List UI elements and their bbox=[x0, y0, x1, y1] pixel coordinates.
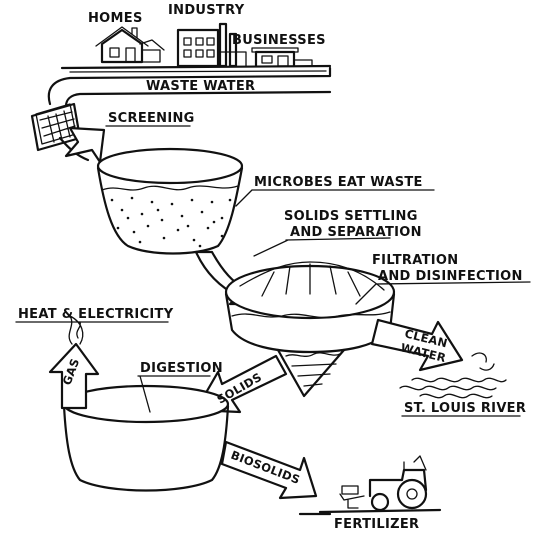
splash-icon bbox=[471, 352, 495, 371]
ground-line-2 bbox=[69, 70, 327, 73]
industry-label: INDUSTRY bbox=[168, 3, 245, 18]
homes-label: HOMES bbox=[88, 11, 143, 26]
filtration-label-2: AND DISINFECTION bbox=[378, 269, 523, 284]
flame-icon bbox=[68, 315, 84, 345]
screening-grate-icon bbox=[30, 102, 82, 152]
microbes-label: MICROBES EAT WASTE bbox=[254, 175, 423, 190]
digester-tank bbox=[62, 384, 230, 492]
heat-electricity-label: HEAT & ELECTRICITY bbox=[18, 307, 174, 322]
digestion-label: DIGESTION bbox=[140, 361, 223, 376]
digestion-leader bbox=[137, 375, 211, 413]
screening-label: SCREENING bbox=[108, 111, 195, 126]
river-waves-icon bbox=[399, 377, 507, 399]
fertilizer-label: FERTILIZER bbox=[334, 517, 419, 531]
river-label: ST. LOUIS RIVER bbox=[404, 401, 526, 416]
gas-arrow bbox=[48, 342, 100, 410]
ground-line bbox=[60, 64, 332, 70]
biosolids-arrow bbox=[220, 440, 318, 500]
field-ground bbox=[298, 508, 442, 516]
microbe-dots bbox=[110, 196, 232, 248]
settling-tank bbox=[224, 261, 396, 398]
screening-arrow bbox=[64, 126, 106, 164]
businesses-icon bbox=[251, 47, 313, 68]
tractor-icon bbox=[339, 455, 428, 512]
filtration-label-1: FILTRATION bbox=[372, 253, 458, 268]
clean-water-arrow bbox=[370, 318, 464, 372]
waste-water-pipe-bottom bbox=[64, 90, 332, 108]
microbes-tank bbox=[96, 147, 244, 255]
businesses-label: BUSINESSES bbox=[232, 33, 326, 48]
waste-water-label: WASTE WATER bbox=[146, 79, 255, 94]
homes-icon bbox=[95, 26, 165, 64]
filtration-leader bbox=[355, 281, 531, 305]
waste-water-pipe-top bbox=[47, 66, 332, 106]
microbes-leader bbox=[235, 189, 435, 207]
solids-settling-label-2: AND SEPARATION bbox=[290, 225, 422, 240]
settling-leader bbox=[253, 237, 391, 257]
solids-settling-label-1: SOLIDS SETTLING bbox=[284, 209, 418, 224]
